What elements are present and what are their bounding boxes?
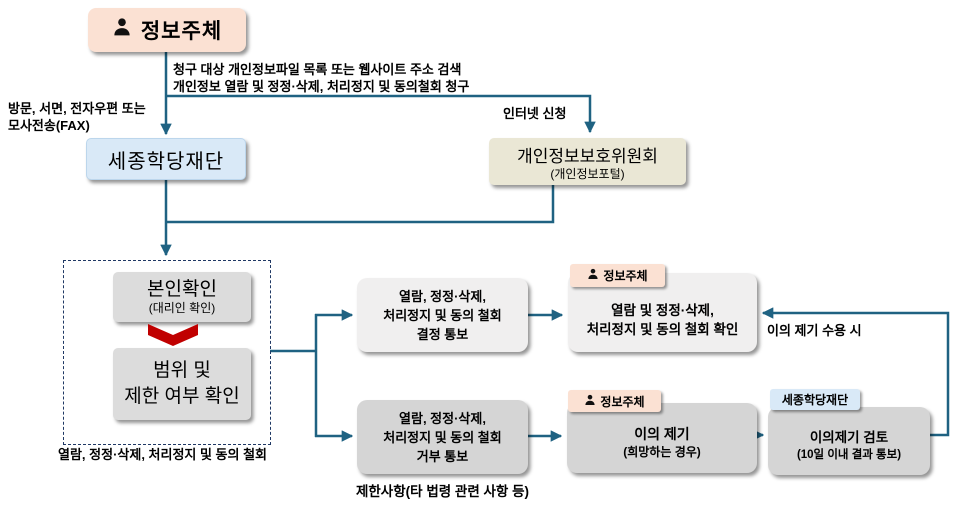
appeal-box: 이의 제기 (희망하는 경우) — [567, 403, 757, 473]
review-sejong-tag: 세종학당재단 — [770, 389, 860, 410]
review-line2: (10일 이내 결과 통보) — [796, 448, 902, 461]
pipc-sublabel: (개인정보포털) — [550, 167, 625, 181]
visit-methods-line1: 방문, 서면, 전자우편 또는 — [8, 101, 146, 116]
refusal-line1: 열람, 정정·삭제, — [399, 410, 486, 426]
person-icon — [112, 17, 132, 43]
verification-dashed-region — [63, 260, 271, 445]
request-note: 청구 대상 개인정보파일 목록 또는 웹사이트 주소 검색 개인정보 열람 및 … — [173, 61, 469, 95]
info-subject-label: 정보주체 — [140, 20, 223, 43]
info-subject-box: 정보주체 — [88, 8, 246, 52]
appeal-line2: (희망하는 경우) — [623, 445, 701, 459]
decision-line2: 처리정지 및 동의 철회 — [383, 307, 502, 323]
decision-notice-box: 열람, 정정·삭제, 처리정지 및 동의 철회 결정 통보 — [357, 278, 528, 352]
pipc-label: 개인정보보호위원회 — [517, 147, 658, 166]
refusal-notice-box: 열람, 정정·삭제, 처리정지 및 동의 철회 거부 통보 — [357, 400, 528, 474]
scope-check-box: 범위 및 제한 여부 확인 — [113, 348, 251, 420]
internet-apply-note: 인터넷 신청 — [503, 106, 567, 121]
identity-check-sublabel: (대리인 확인) — [148, 301, 216, 315]
scope-check-line1: 범위 및 — [153, 360, 211, 381]
review-tag-label: 세종학당재단 — [781, 393, 849, 407]
sejong-foundation-label: 세종학당재단 — [107, 150, 225, 173]
confirm-subject-tag: 정보주체 — [570, 264, 665, 287]
decision-line3: 결정 통보 — [416, 326, 469, 342]
wire-review-feedback-to-confirm — [761, 307, 950, 437]
confirm-line1: 열람 및 정정·삭제, — [611, 302, 714, 318]
restrictions-caption: 제한사항(타 법령 관련 사항 등) — [355, 484, 530, 499]
wire-pipc-down-join — [167, 185, 555, 224]
appeal-tag-label: 정보주체 — [600, 394, 645, 409]
visit-methods-note: 방문, 서면, 전자우편 또는 모사전송(FAX) — [8, 100, 146, 134]
identity-check-box: 본인확인 (대리인 확인) — [113, 272, 251, 322]
confirm-line2: 처리정지 및 동의 철회 확인 — [586, 321, 739, 337]
refusal-line3: 거부 통보 — [416, 448, 469, 464]
down-chevron-icon — [148, 324, 198, 351]
review-box: 이의제기 검토 (10일 이내 결과 통보) — [768, 407, 930, 475]
identity-check-label: 본인확인 — [147, 279, 217, 300]
sejong-foundation-box: 세종학당재단 — [86, 138, 246, 180]
wire-subject-to-pipc — [166, 94, 596, 134]
review-line1: 이의제기 검토 — [809, 429, 889, 445]
visit-methods-line2: 모사전송(FAX) — [8, 118, 90, 133]
appeal-subject-tag: 정보주체 — [568, 390, 661, 412]
person-icon — [587, 268, 599, 283]
request-note-line1: 청구 대상 개인정보파일 목록 또는 웹사이트 주소 검색 — [173, 62, 462, 77]
wire-dashed-branch-trunk — [270, 314, 318, 437]
request-note-line2: 개인정보 열람 및 정정·삭제, 처리정지 및 동의철회 청구 — [173, 79, 470, 94]
pipc-box: 개인정보보호위원회 (개인정보포털) — [489, 138, 686, 185]
confirm-tag-label: 정보주체 — [603, 269, 648, 283]
scope-check-line2: 제한 여부 확인 — [124, 386, 240, 407]
appeal-accepted-note: 이의 제기 수용 시 — [767, 323, 862, 338]
person-icon — [584, 394, 596, 409]
dashed-region-caption: 열람, 정정·삭제, 처리정지 및 동의 철회 — [58, 447, 268, 462]
appeal-line1: 이의 제기 — [634, 426, 690, 442]
decision-line1: 열람, 정정·삭제, — [399, 288, 486, 304]
refusal-line2: 처리정지 및 동의 철회 — [383, 429, 502, 445]
